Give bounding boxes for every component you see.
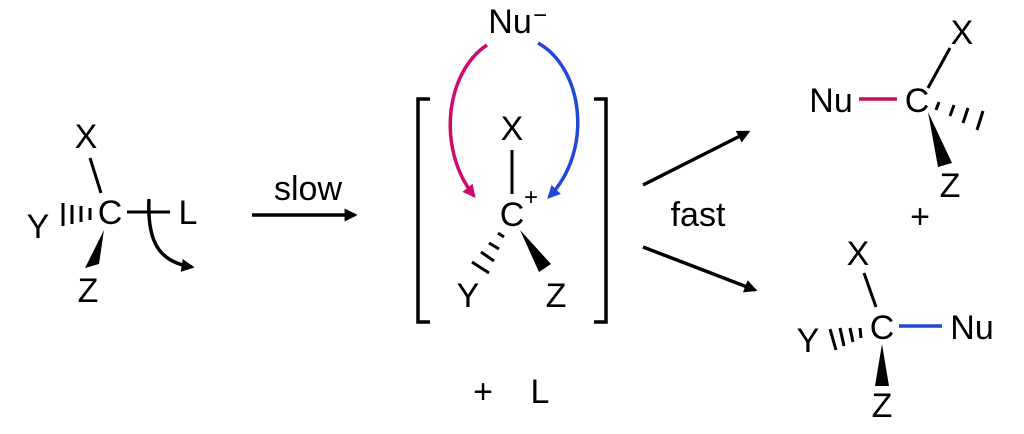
reactant-bond-c-x — [88, 157, 103, 194]
reactant-leaving-group: L — [179, 194, 198, 232]
product-top-nucleophile: Nu — [809, 82, 852, 120]
product-bottom-molecule: X Y C Nu Z — [797, 235, 994, 425]
leaving-group-curved-arrow — [147, 198, 195, 272]
product-top-solid-wedge-c-z — [928, 112, 952, 167]
nucleophile-charge: − — [533, 2, 547, 29]
fast-label: fast — [671, 196, 726, 234]
reactant-substituent-y: Y — [27, 208, 50, 246]
product-top-substituent-z: Z — [940, 167, 961, 205]
intermediate-substituent-x: X — [501, 110, 524, 148]
bracket-left — [416, 97, 430, 324]
intermediate-substituent-y: Y — [457, 277, 480, 315]
product-bottom-carbon: C — [870, 309, 895, 347]
reactant-substituent-x: X — [75, 118, 98, 156]
product-bottom-substituent-z: Z — [872, 387, 893, 425]
fast-arrow-top — [642, 130, 751, 187]
products-plus-sign: + — [910, 198, 930, 236]
reactant-carbon: C — [98, 194, 123, 232]
product-top-bond-c-x — [926, 47, 952, 89]
nucleophile-label: Nu — [488, 3, 531, 41]
reactant-hash-wedge-c-y — [61, 203, 92, 226]
product-bottom-substituent-y: Y — [797, 322, 820, 360]
fast-arrow-bottom — [642, 245, 758, 293]
intermediate-carbon-charge: + — [524, 184, 538, 211]
intermediate-substituent-z: Z — [546, 277, 567, 315]
bracket-right — [594, 97, 608, 324]
intermediate-solid-wedge-c-z — [520, 230, 551, 272]
product-bottom-substituent-x: X — [847, 235, 870, 273]
intermediate-group: Nu − X C + Y Z + L — [416, 2, 608, 411]
reactant-substituent-z: Z — [78, 272, 99, 310]
product-top-carbon: C — [905, 82, 930, 120]
byproduct-plus-sign: + — [473, 373, 493, 411]
slow-label: slow — [274, 170, 342, 208]
product-bottom-bond-c-x — [862, 272, 878, 308]
intermediate-carbon: C — [500, 196, 525, 234]
product-top-molecule: Nu C X Z — [809, 14, 985, 205]
fast-step: fast — [642, 130, 758, 293]
byproduct-leaving-group: L — [531, 373, 550, 411]
intermediate-hash-wedge-c-y — [471, 231, 505, 275]
reactant-solid-wedge-c-z — [85, 230, 104, 268]
product-bottom-nucleophile: Nu — [950, 309, 993, 347]
nucleophile-attack-arrow-left — [448, 43, 488, 199]
product-bottom-hash-wedge-c-y — [828, 327, 863, 351]
product-top-hash-wedge — [934, 101, 985, 131]
reactant-molecule: X Y C Z L — [27, 118, 198, 310]
slow-step: slow — [252, 170, 358, 222]
product-bottom-solid-wedge-c-z — [875, 344, 889, 386]
nucleophile-attack-arrow-right — [537, 41, 580, 199]
product-top-substituent-x: X — [951, 14, 974, 52]
